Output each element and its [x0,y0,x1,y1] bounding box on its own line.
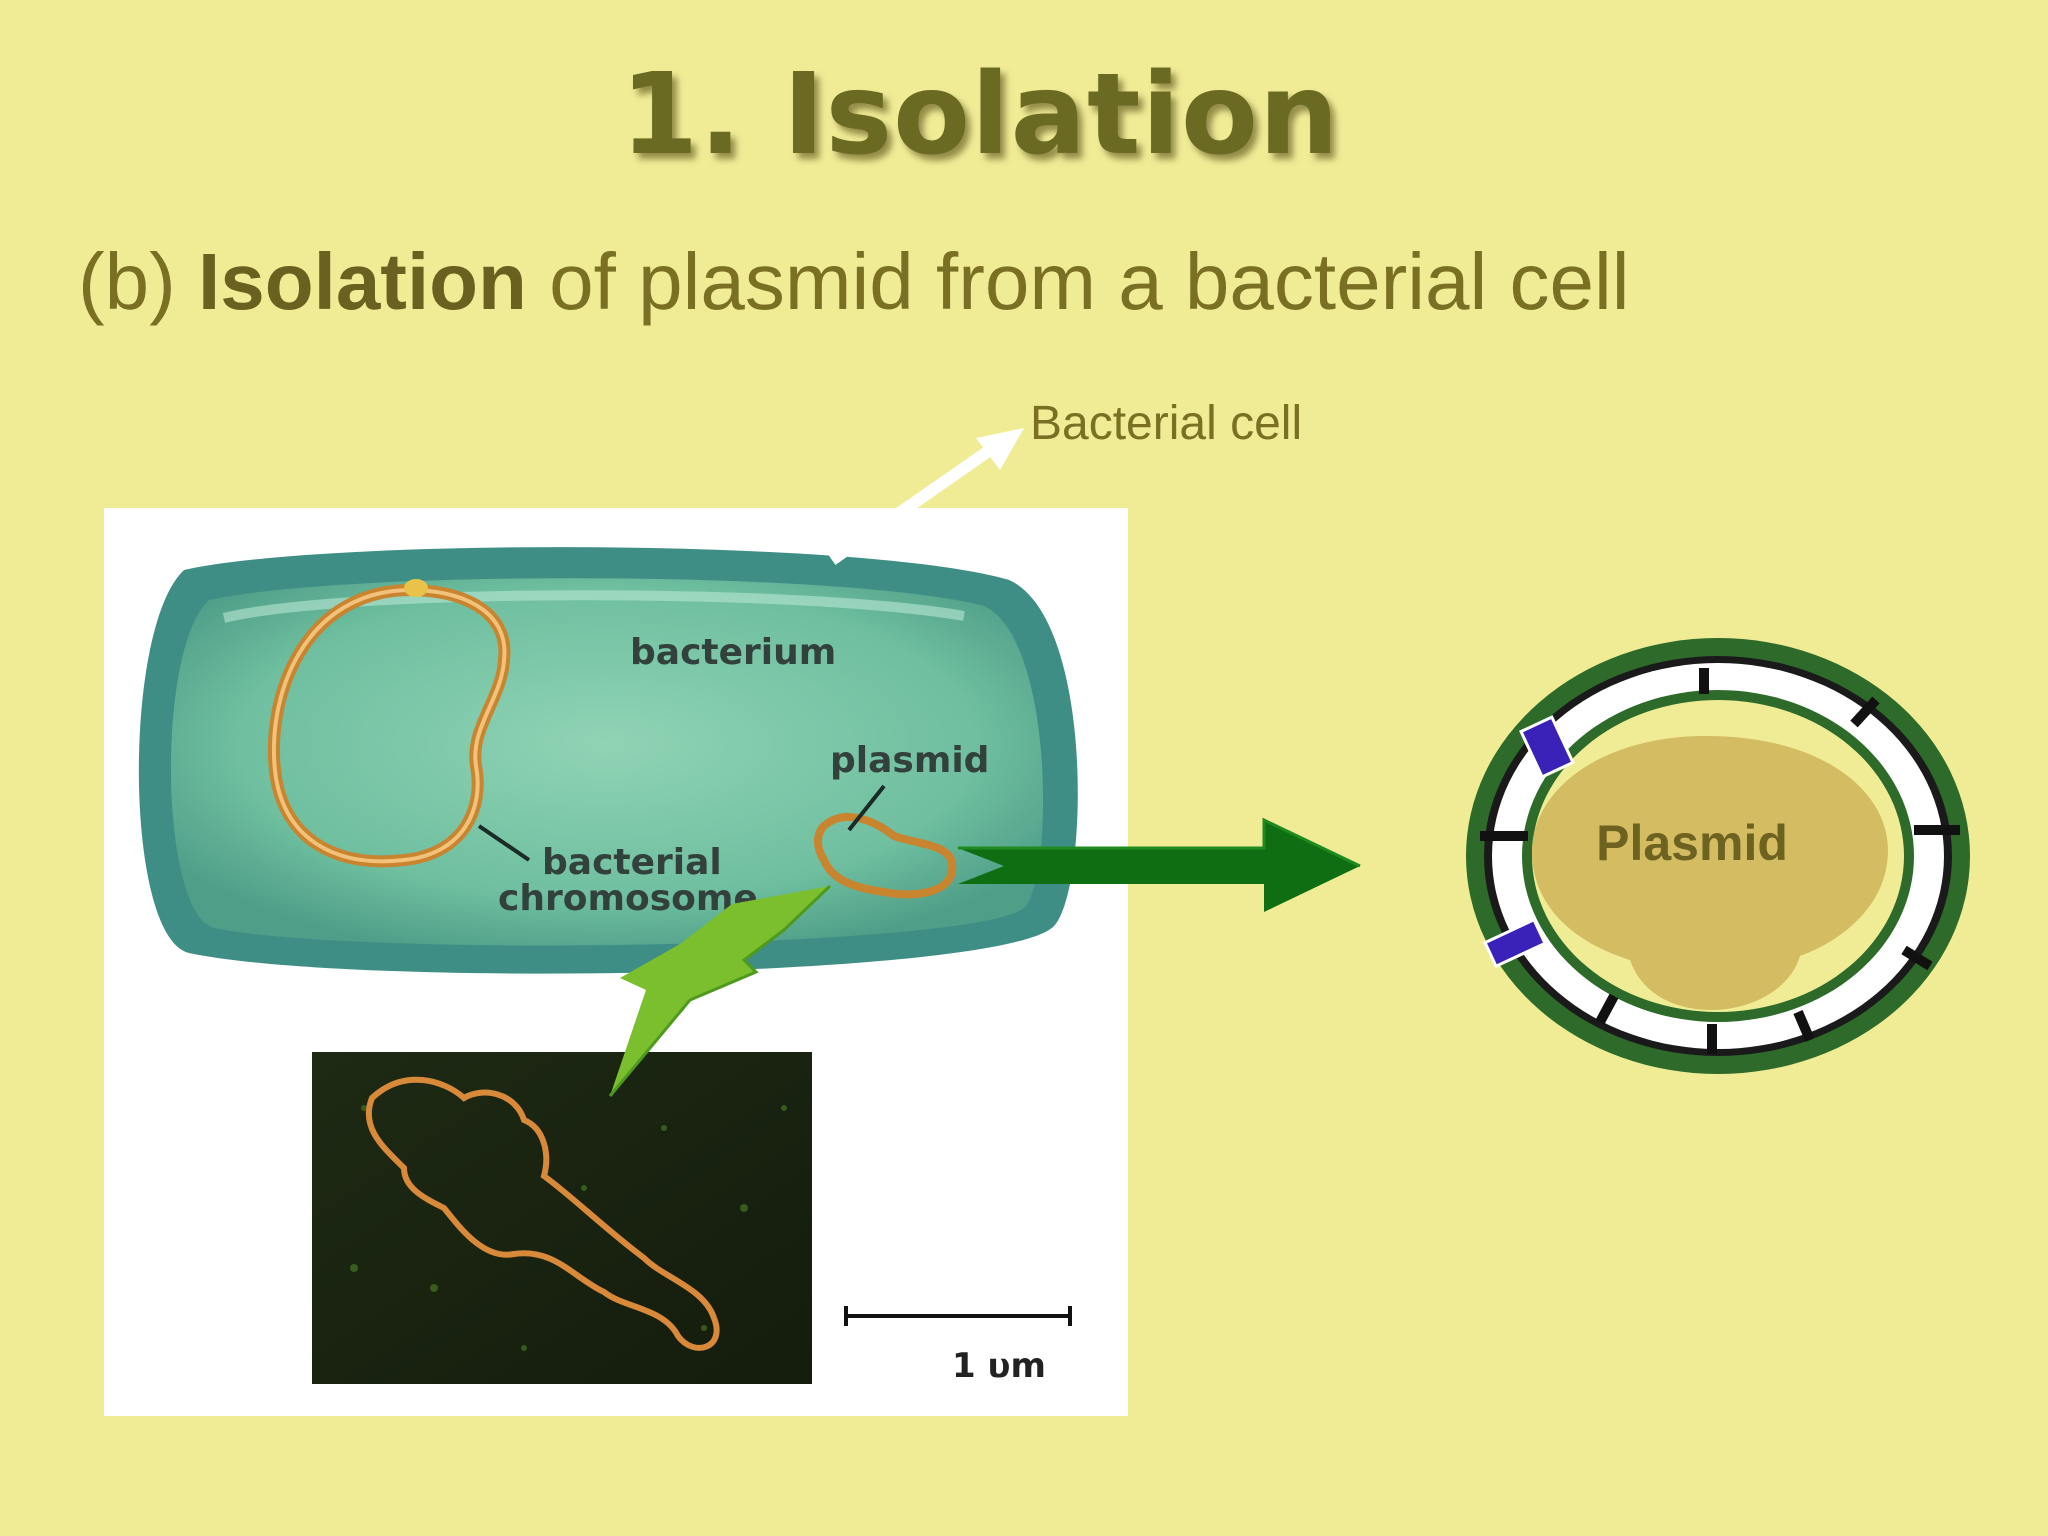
subtitle-prefix: (b) [78,237,198,326]
plasmid-diagram-label: Plasmid [1596,815,1788,871]
cell-interior [170,578,1044,946]
plasmid-core [1532,735,1888,1010]
green-arrow-down [608,884,832,1097]
scale-bar-label: 1 υm [952,1346,1046,1386]
bacterial-cell-callout-label: Bacterial cell [1030,397,1303,450]
bacterium-label: bacterium [630,632,837,673]
chromosome-label-line2: chromosome [498,878,758,919]
micrograph-plasmid-strand [365,1076,720,1351]
blue-marker-bottom [1483,917,1547,969]
plasmid-diagram [1466,638,1970,1074]
subtitle-bold: Isolation [198,237,527,326]
chromosome-label-line1: bacterial [542,842,722,883]
subtitle-rest: of plasmid from a bacterial cell [526,237,1630,326]
white-callout-arrow [828,428,1024,565]
slide-subtitle: (b) Isolation of plasmid from a bacteria… [78,236,1630,328]
plasmid-micrograph [312,1052,812,1384]
blue-marker-top [1519,715,1575,779]
bacterium-figure: bacterium plasmid bacterial chromosome 1… [104,508,1128,1416]
plasmid-pointer-label: plasmid [830,740,990,781]
scale-bar [844,1306,1072,1326]
bacterium-illustration [138,547,1078,1384]
small-plasmid [814,813,957,899]
slide-title: 1. Isolation [620,50,1340,180]
green-arrow-right [958,817,1361,912]
